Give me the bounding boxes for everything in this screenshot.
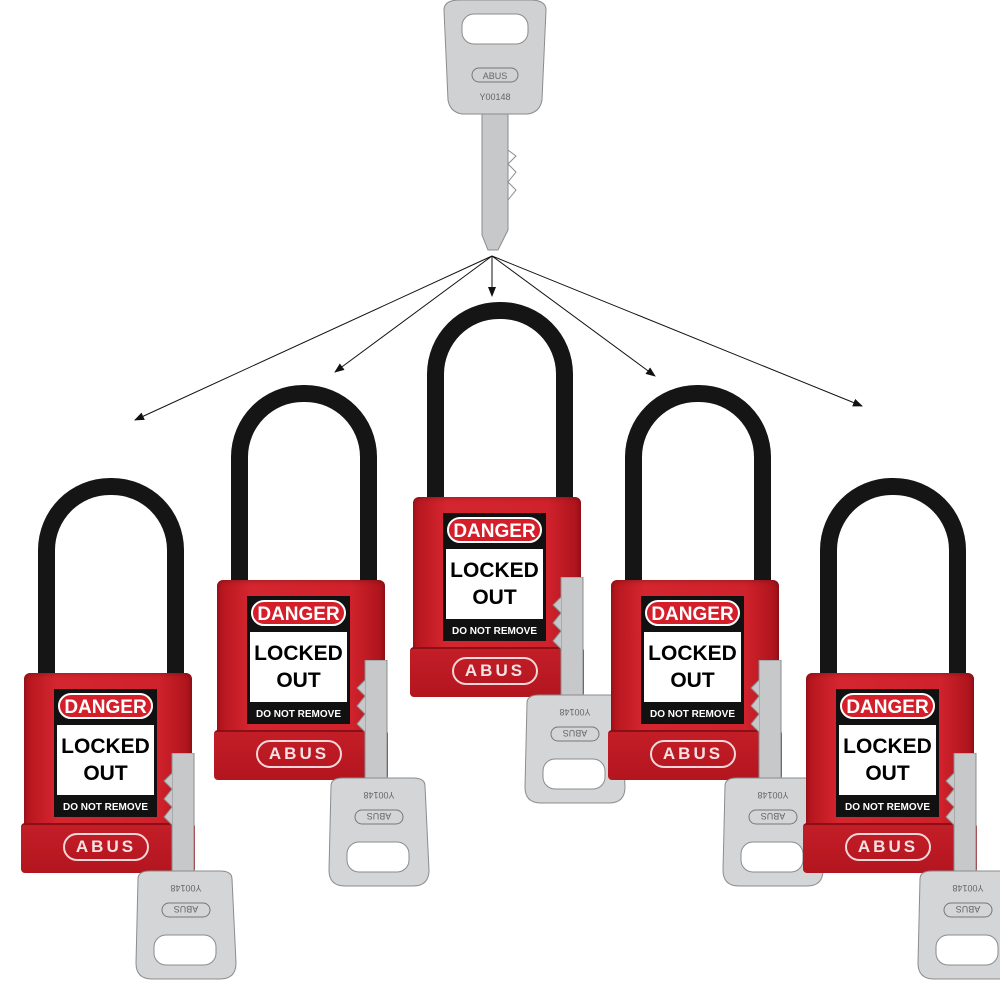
lock-base: ABUS [803, 823, 977, 873]
padlock-4: DANGER LOCKED OUT DO NOT REMOVE ABUS Y001… [608, 385, 824, 887]
master-key-brand: ABUS [483, 71, 508, 81]
locked-out-text: LOCKED OUT [839, 725, 936, 795]
brand-logo: ABUS [650, 740, 736, 768]
key-code: Y00148 [559, 707, 590, 717]
out-line: OUT [865, 762, 910, 785]
lock-body: DANGER LOCKED OUT DO NOT REMOVE ABUS [214, 580, 388, 780]
danger-header: DANGER [447, 517, 542, 543]
do-not-remove-text: DO NOT REMOVE [649, 709, 735, 720]
danger-tag: DANGER LOCKED OUT DO NOT REMOVE [247, 596, 350, 724]
key-code: Y00148 [170, 883, 201, 893]
key-brand: ABUS [956, 904, 981, 914]
lock-base: ABUS [410, 647, 584, 697]
lock-base: ABUS [608, 730, 782, 780]
locked-line: LOCKED [450, 559, 539, 582]
master-key: ABUS Y00148 [443, 0, 547, 251]
padlock-5: DANGER LOCKED OUT DO NOT REMOVE ABUS Y001… [803, 478, 1000, 980]
do-not-remove-text: DO NOT REMOVE [451, 626, 537, 637]
brand-logo: ABUS [256, 740, 342, 768]
lock-body: DANGER LOCKED OUT DO NOT REMOVE ABUS [803, 673, 977, 873]
shackle [231, 385, 377, 632]
key: Y00148 ABUS [328, 660, 430, 887]
key-code: Y00148 [363, 790, 394, 800]
brand-logo: ABUS [63, 833, 149, 861]
locked-line: LOCKED [254, 642, 343, 665]
locked-line: LOCKED [843, 735, 932, 758]
out-line: OUT [472, 586, 517, 609]
key-brand: ABUS [761, 811, 786, 821]
padlock-3: DANGER LOCKED OUT DO NOT REMOVE ABUS Y001… [410, 302, 626, 804]
locked-out-text: LOCKED OUT [446, 549, 543, 619]
danger-header: DANGER [840, 693, 935, 719]
key: Y00148 ABUS [135, 753, 237, 980]
arrow-4 [491, 255, 656, 377]
do-not-remove-text: DO NOT REMOVE [62, 802, 148, 813]
out-line: OUT [670, 669, 715, 692]
do-not-remove-text: DO NOT REMOVE [844, 802, 930, 813]
key-brand: ABUS [563, 728, 588, 738]
padlock-2: DANGER LOCKED OUT DO NOT REMOVE ABUS Y001… [214, 385, 430, 887]
key-code: Y00148 [952, 883, 983, 893]
master-key-code: Y00148 [479, 92, 510, 102]
out-line: OUT [276, 669, 321, 692]
locked-out-text: LOCKED OUT [57, 725, 154, 795]
arrow-5 [491, 255, 863, 407]
key: Y00148 ABUS [524, 577, 626, 804]
danger-header: DANGER [251, 600, 346, 626]
out-line: OUT [83, 762, 128, 785]
lock-base: ABUS [21, 823, 195, 873]
danger-tag: DANGER LOCKED OUT DO NOT REMOVE [443, 513, 546, 641]
key: Y00148 ABUS [722, 660, 824, 887]
key-brand: ABUS [174, 904, 199, 914]
key-brand: ABUS [367, 811, 392, 821]
arrow-2 [334, 255, 493, 373]
locked-line: LOCKED [648, 642, 737, 665]
key-code: Y00148 [757, 790, 788, 800]
shackle [38, 478, 184, 725]
danger-tag: DANGER LOCKED OUT DO NOT REMOVE [54, 689, 157, 817]
key: Y00148 ABUS [917, 753, 1000, 980]
lock-body: DANGER LOCKED OUT DO NOT REMOVE ABUS [608, 580, 782, 780]
locked-out-text: LOCKED OUT [250, 632, 347, 702]
padlock-1: DANGER LOCKED OUT DO NOT REMOVE ABUS Y001… [21, 478, 237, 980]
locked-out-text: LOCKED OUT [644, 632, 741, 702]
danger-header: DANGER [645, 600, 740, 626]
lock-body: DANGER LOCKED OUT DO NOT REMOVE ABUS [410, 497, 584, 697]
do-not-remove-text: DO NOT REMOVE [255, 709, 341, 720]
danger-tag: DANGER LOCKED OUT DO NOT REMOVE [641, 596, 744, 724]
danger-header: DANGER [58, 693, 153, 719]
locked-line: LOCKED [61, 735, 150, 758]
shackle [427, 302, 573, 549]
brand-logo: ABUS [452, 657, 538, 685]
brand-logo: ABUS [845, 833, 931, 861]
danger-tag: DANGER LOCKED OUT DO NOT REMOVE [836, 689, 939, 817]
arrow-1 [134, 255, 493, 421]
lock-body: DANGER LOCKED OUT DO NOT REMOVE ABUS [21, 673, 195, 873]
lock-base: ABUS [214, 730, 388, 780]
